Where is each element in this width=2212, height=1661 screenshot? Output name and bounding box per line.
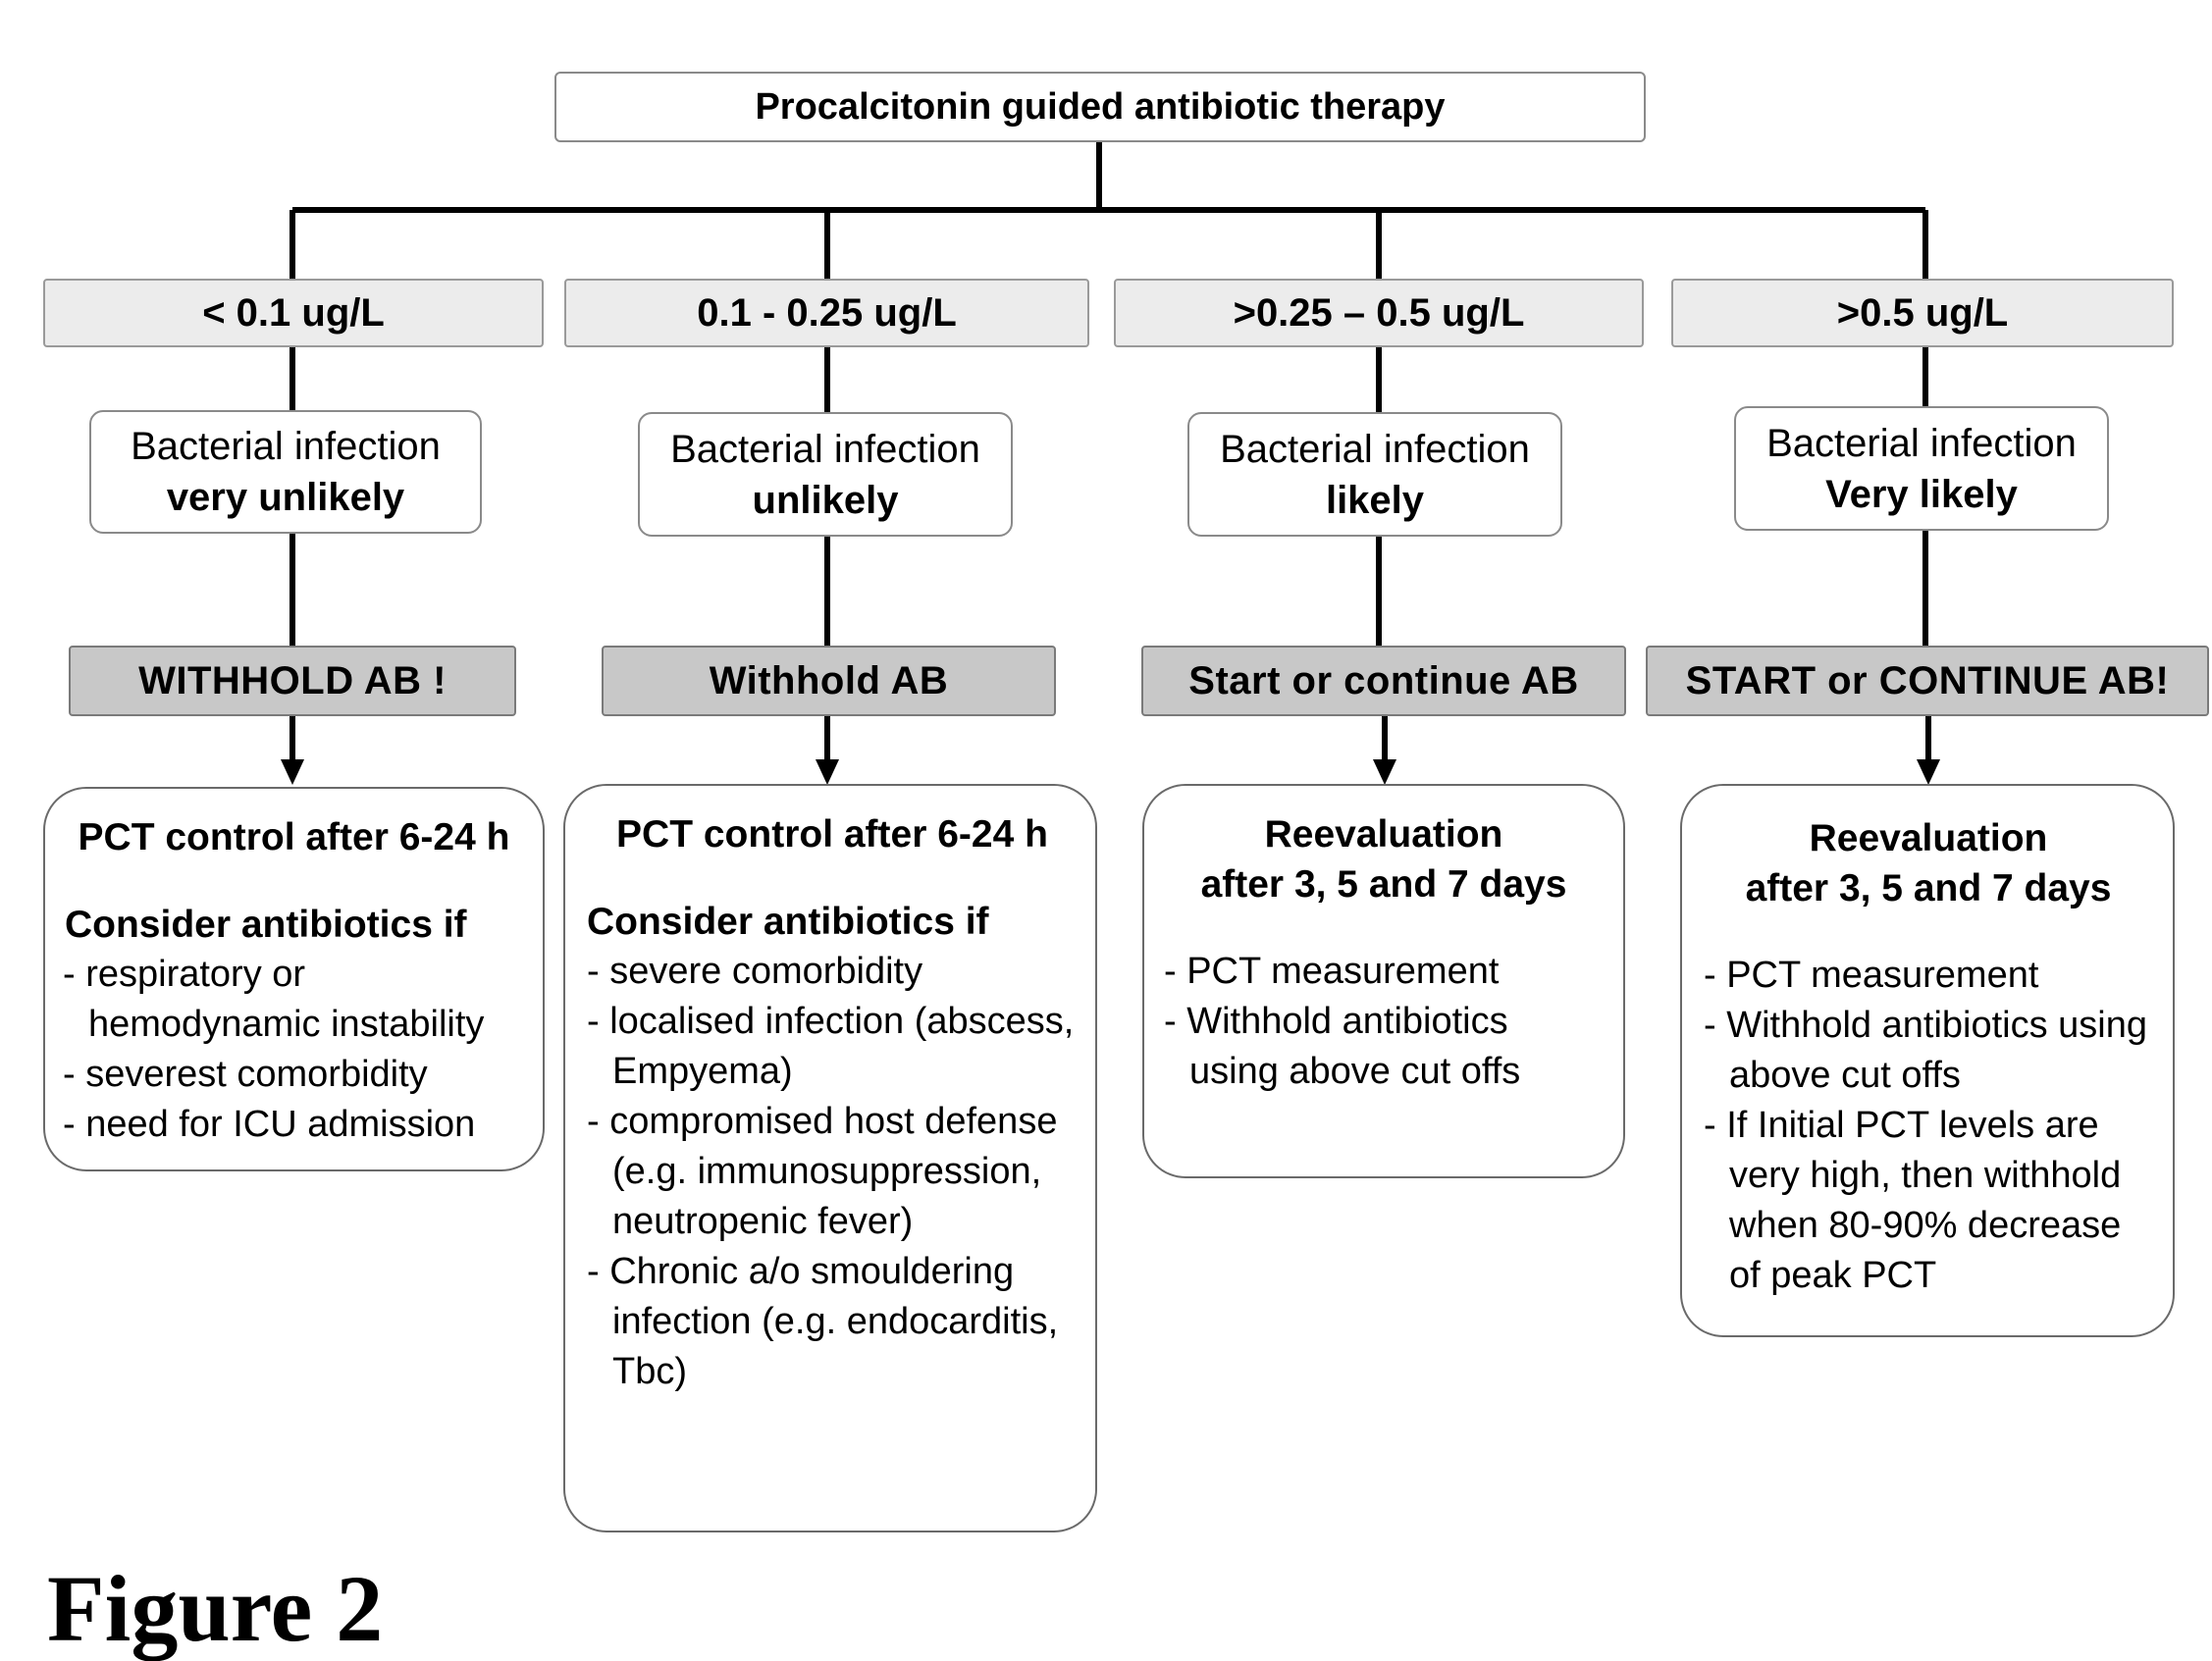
action-text-1: WITHHOLD AB ! <box>138 658 447 702</box>
detail-heading-3b: after 3, 5 and 7 days <box>1200 863 1567 906</box>
likelihood-line1-1: Bacterial infection <box>131 425 441 468</box>
title-text: Procalcitonin guided antibiotic therapy <box>755 85 1446 128</box>
action-text-4: START or CONTINUE AB! <box>1685 658 2170 702</box>
detail-heading-1: PCT control after 6-24 h <box>78 816 510 858</box>
range-text-1: < 0.1 ug/L <box>202 290 385 335</box>
range-text-2: 0.1 - 0.25 ug/L <box>697 290 957 335</box>
likelihood-box-1: Bacterial infection very unlikely <box>89 410 482 534</box>
detail-item-2-4: - Chronic a/o smouldering infection (e.g… <box>587 1251 1059 1392</box>
likelihood-line2-2: unlikely <box>752 478 899 522</box>
detail-heading-4a: Reevaluation <box>1809 817 2048 859</box>
likelihood-line1-2: Bacterial infection <box>670 427 980 471</box>
likelihood-box-4: Bacterial infection Very likely <box>1734 406 2109 531</box>
action-text-2: Withhold AB <box>709 658 949 702</box>
action-to-detail-line-2 <box>824 716 830 759</box>
detail-heading-3a: Reevaluation <box>1264 813 1503 856</box>
arrowhead-4 <box>1917 759 1940 785</box>
detail-box-1: PCT control after 6-24 h Consider antibi… <box>43 787 545 1171</box>
action-box-3: Start or continue AB <box>1141 646 1626 716</box>
detail-item-2-3: - compromised host defense (e.g. immunos… <box>587 1101 1058 1242</box>
flowchart-connectors <box>281 142 1940 785</box>
figure-label: Figure 2 <box>47 1556 384 1661</box>
action-to-detail-line-4 <box>1925 716 1931 759</box>
likelihood-line2-3: likely <box>1325 478 1425 522</box>
title-box: Procalcitonin guided antibiotic therapy <box>554 72 1646 142</box>
range-box-1: < 0.1 ug/L <box>43 279 544 347</box>
detail-item-3-1: - PCT measurement <box>1164 951 1500 992</box>
likelihood-box-2: Bacterial infection unlikely <box>638 412 1013 537</box>
likelihood-line2-1: very unlikely <box>166 476 405 519</box>
detail-box-3: Reevaluation after 3, 5 and 7 days - PCT… <box>1142 784 1625 1178</box>
likelihood-box-3: Bacterial infection likely <box>1187 412 1562 537</box>
detail-item-1-1: - respiratory or hemodynamic instability <box>63 954 485 1045</box>
detail-item-3-2: - Withhold antibiotics using above cut o… <box>1164 1001 1521 1092</box>
detail-heading-2: PCT control after 6-24 h <box>616 813 1048 856</box>
action-box-1: WITHHOLD AB ! <box>69 646 516 716</box>
likelihood-line1-4: Bacterial infection <box>1766 421 2077 465</box>
detail-subheading-1: Consider antibiotics if <box>65 904 467 946</box>
arrowhead-2 <box>816 759 839 785</box>
range-box-3: >0.25 – 0.5 ug/L <box>1114 279 1644 347</box>
detail-box-4: Reevaluation after 3, 5 and 7 days - PCT… <box>1680 784 2175 1337</box>
detail-item-1-3: - need for ICU admission <box>63 1104 476 1145</box>
arrowhead-3 <box>1373 759 1396 785</box>
likelihood-line1-3: Bacterial infection <box>1220 427 1530 471</box>
detail-item-4-3: - If Initial PCT levels are very high, t… <box>1704 1105 2122 1296</box>
action-box-4: START or CONTINUE AB! <box>1646 646 2209 716</box>
detail-item-2-2: - localised infection (abscess, Empyema) <box>587 1001 1075 1092</box>
range-box-2: 0.1 - 0.25 ug/L <box>564 279 1089 347</box>
action-box-2: Withhold AB <box>602 646 1056 716</box>
detail-box-2: PCT control after 6-24 h Consider antibi… <box>563 784 1097 1532</box>
detail-heading-4b: after 3, 5 and 7 days <box>1745 867 2112 909</box>
detail-item-4-2: - Withhold antibiotics using above cut o… <box>1704 1005 2147 1096</box>
detail-item-4-1: - PCT measurement <box>1704 955 2039 996</box>
range-text-4: >0.5 ug/L <box>1836 290 2009 335</box>
range-box-4: >0.5 ug/L <box>1671 279 2174 347</box>
range-text-3: >0.25 – 0.5 ug/L <box>1233 290 1525 335</box>
action-text-3: Start or continue AB <box>1188 658 1579 702</box>
arrowhead-1 <box>281 759 304 785</box>
detail-item-1-2: - severest comorbidity <box>63 1054 428 1095</box>
detail-item-2-1: - severe comorbidity <box>587 951 923 992</box>
action-to-detail-line-1 <box>290 716 295 759</box>
likelihood-line2-4: Very likely <box>1825 472 2018 516</box>
detail-subheading-2: Consider antibiotics if <box>587 901 989 943</box>
action-to-detail-line-3 <box>1382 716 1388 759</box>
